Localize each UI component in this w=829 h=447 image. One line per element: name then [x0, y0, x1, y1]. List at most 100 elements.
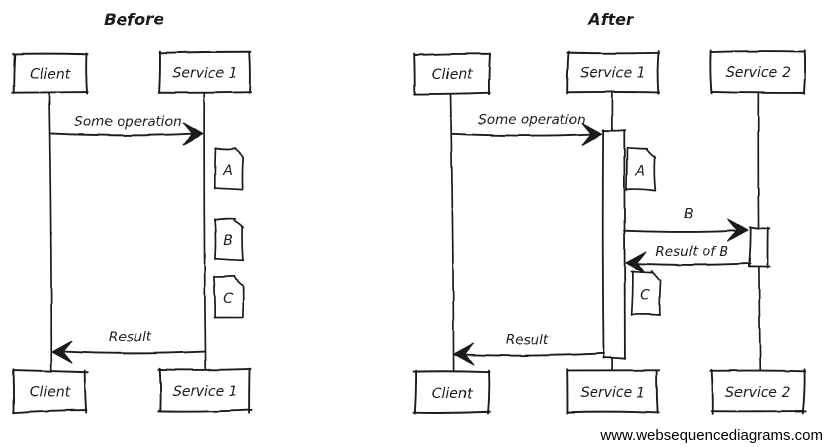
participant-box-after-top-2-fill [712, 51, 804, 92]
participant-box-after-bottom-0[interactable]: Client [412, 369, 491, 415]
participant-box-before-top-0-fill [14, 54, 86, 92]
participant-box-after-bottom-1[interactable]: Service 1 [566, 368, 661, 414]
message-after-1: B [623, 206, 749, 242]
message-arrowhead-after-2 [625, 251, 647, 275]
participant-label-before-top-0: Client [30, 67, 71, 83]
message-label-after-2: Result of B [655, 244, 728, 260]
participant-box-before-top-1-bottom [157, 91, 252, 94]
note-after-1: C [630, 270, 662, 316]
participant-box-before-bottom-1[interactable]: Service 1 [157, 367, 253, 414]
diagram-title-after: After [586, 10, 635, 29]
note-before-1-edge-left [213, 218, 217, 260]
participant-box-after-top-2-bottom [710, 90, 806, 94]
participant-box-after-top-2[interactable]: Service 2 [709, 49, 807, 94]
participant-box-before-bottom-1-bottom [157, 409, 253, 413]
activation-bar-after-1-fill [750, 228, 768, 266]
participant-box-before-top-0[interactable]: Client [11, 52, 89, 95]
participant-box-before-top-0-left [13, 52, 17, 94]
participant-box-after-bottom-0-left [413, 369, 418, 415]
note-before-1-edge-right [241, 225, 244, 261]
note-before-0-edge-top [214, 147, 237, 151]
participant-box-after-top-0-fill [415, 54, 489, 93]
participant-label-before-bottom-0: Client [30, 385, 71, 401]
participant-box-before-top-0-top [12, 52, 89, 56]
message-label-after-0: Some operation [478, 112, 585, 128]
footer-watermark: www.websequencediagrams.com [599, 427, 823, 444]
note-after-1-edge-top [630, 270, 654, 274]
participant-box-after-top-0-bottom [413, 91, 491, 95]
participant-box-before-bottom-0-left [12, 368, 15, 414]
participant-box-after-top-1-left [566, 50, 570, 95]
participant-box-after-bottom-0-fill [415, 372, 489, 413]
message-shaft-after-3 [465, 352, 605, 357]
note-after-1-fill [632, 272, 660, 315]
participant-box-before-bottom-1-top [157, 368, 252, 371]
participant-box-after-top-0[interactable]: Client [413, 52, 492, 96]
participant-box-after-top-1[interactable]: Service 1 [565, 49, 661, 95]
lifeline-before-0 [48, 91, 53, 373]
note-after-1-edge-bottom [631, 313, 662, 316]
note-before-1-edge-top [213, 217, 237, 221]
participant-box-before-top-0-bottom [11, 91, 89, 94]
message-shaft-before-0 [49, 132, 192, 137]
activation-bar-after-0-left [601, 128, 605, 360]
participant-box-after-bottom-0-top [412, 370, 491, 374]
note-before-0-edge-bottom [214, 187, 244, 191]
participant-box-after-bottom-2-left [710, 368, 714, 415]
note-before-2-fill [215, 277, 243, 317]
participant-label-after-top-2: Service 2 [725, 65, 790, 81]
note-label-after-1: C [640, 288, 650, 304]
note-label-before-1: B [223, 233, 233, 249]
activation-bar-after-0-right [623, 129, 626, 360]
message-shaft-before-1 [63, 350, 206, 355]
participant-label-after-top-1: Service 1 [580, 66, 645, 82]
message-after-0: Some operation [451, 112, 603, 146]
message-after-2: Result of B [625, 244, 751, 275]
activation-bar-after-0 [601, 128, 627, 360]
participant-box-after-bottom-1-fill [568, 371, 658, 412]
message-before-0: Some operation [49, 114, 204, 146]
participant-box-before-top-1[interactable]: Service 1 [157, 50, 252, 94]
note-before-1-edge-bottom [214, 257, 245, 262]
participant-box-before-bottom-1-fill [160, 370, 250, 411]
participant-box-after-bottom-0-right [487, 369, 491, 415]
note-before-2-edge-left [213, 275, 217, 318]
note-before-1-fill [215, 219, 243, 259]
activation-bar-after-0-top [601, 129, 627, 132]
participant-box-after-bottom-2-fill [712, 371, 804, 412]
participant-box-before-top-1-fill [160, 52, 250, 92]
message-shaft-after-1 [623, 229, 737, 233]
participant-label-after-bottom-2: Service 2 [725, 385, 790, 401]
participant-box-after-bottom-2[interactable]: Service 2 [709, 368, 807, 415]
note-after-0: A [625, 146, 657, 192]
participant-box-after-bottom-1-bottom [566, 410, 660, 414]
participant-box-before-bottom-0-bottom [11, 409, 88, 414]
note-before-0-edge-left [213, 148, 217, 190]
activation-bar-after-1-top [748, 226, 771, 230]
participant-box-after-top-1-top [565, 51, 661, 55]
note-label-before-2: C [223, 291, 233, 307]
note-before-2: C [213, 275, 245, 319]
participant-box-before-top-0-right [85, 52, 89, 95]
participant-box-after-bottom-1-right [655, 369, 659, 414]
message-label-before-0: Some operation [74, 114, 181, 130]
participant-box-before-bottom-0[interactable]: Client [11, 368, 89, 414]
participant-box-before-top-1-left [158, 50, 161, 94]
message-label-before-1: Result [109, 329, 152, 345]
note-after-0-fill [627, 149, 655, 190]
message-arrowhead-after-3 [453, 342, 475, 366]
message-label-after-3: Result [506, 332, 549, 348]
participant-box-after-top-1-fill [568, 52, 658, 92]
note-before-2-edge-top [214, 275, 236, 278]
note-label-after-0: A [634, 164, 645, 180]
note-after-0-edge-right [653, 155, 657, 192]
participant-box-after-bottom-0-bottom [412, 410, 491, 414]
note-before-2-fold [233, 276, 243, 287]
participant-box-before-top-1-right [248, 50, 251, 94]
participant-box-after-top-2-left [709, 49, 713, 94]
activation-bar-after-0-bottom [602, 356, 627, 360]
participant-box-after-top-0-left [413, 52, 416, 95]
note-after-0-edge-left [625, 148, 628, 192]
